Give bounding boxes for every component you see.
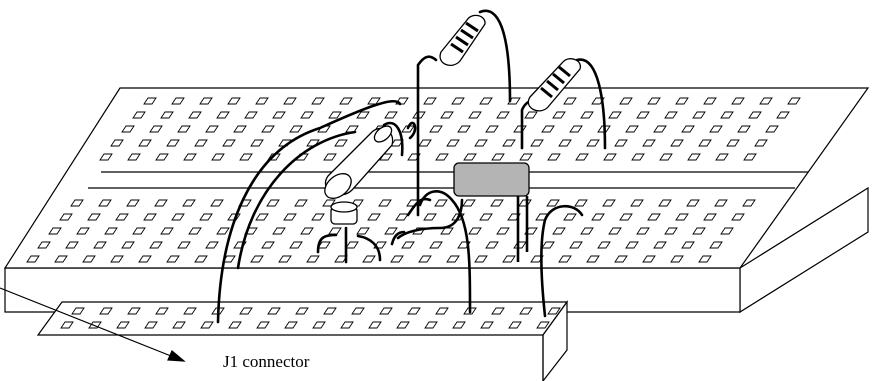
j1-connector-label: J1 connector xyxy=(223,352,310,371)
transistor xyxy=(331,202,357,224)
resistor-1 xyxy=(440,15,485,65)
arrow-head xyxy=(168,351,184,361)
